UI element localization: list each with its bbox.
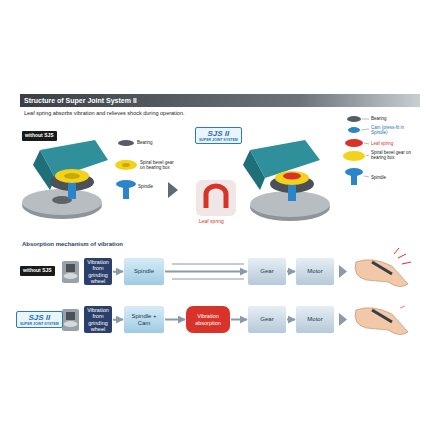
- process-box: Spindle: [124, 258, 164, 285]
- node-text: Spindle: [134, 268, 154, 275]
- part-label: Leaf spring: [371, 141, 421, 146]
- part-label: Bearing: [137, 140, 167, 145]
- part-label: Spindle: [371, 175, 421, 180]
- flow-arrow: [165, 271, 247, 273]
- node-text: Gear: [260, 268, 273, 275]
- node-text: SUPER JOINT SYSTEM: [199, 138, 238, 142]
- grinder-right: [243, 140, 330, 221]
- process-box: Gear: [248, 258, 286, 285]
- node-text: SUPER JOINT SYSTEM: [20, 322, 59, 326]
- node-text: Vibration from grinding wheel: [85, 259, 111, 284]
- node-text: Spindle + Cam: [125, 313, 163, 327]
- section-heading: Absorption mechanism of vibration: [22, 241, 222, 248]
- process-box: Motor: [296, 306, 334, 333]
- node-text: without SJS: [25, 133, 54, 139]
- logo-badge: SJS IISUPER JOINT SYSTEM: [195, 127, 242, 144]
- node-text: SJS II: [207, 129, 229, 138]
- source-box: Vibration from grinding wheel: [84, 306, 112, 333]
- node-text: Vibration absorption: [188, 313, 228, 326]
- flow-arrow: [231, 319, 247, 321]
- source-box: Vibration from grinding wheel: [84, 258, 112, 285]
- hand-icon: [339, 248, 411, 335]
- parts-right: [343, 116, 369, 185]
- part-label: Spiral bevel gear on bearing box: [140, 160, 176, 170]
- absorber-box: Vibration absorption: [186, 306, 230, 333]
- part-label: Spiral bevel gear on bearing box: [371, 150, 421, 160]
- leaf-spring-icon: [196, 180, 236, 216]
- title-text: Structure of Super Joint System II: [24, 96, 137, 105]
- badge: without SJS: [22, 131, 57, 141]
- node-text: Motor: [307, 268, 322, 275]
- flow-arrow: [165, 319, 185, 321]
- node-text: Gear: [260, 316, 273, 323]
- parts-left: [115, 140, 178, 199]
- process-box: Motor: [296, 258, 334, 285]
- node-text: Motor: [307, 316, 322, 323]
- process-box: Gear: [248, 306, 286, 333]
- node-text: without SJS: [23, 268, 52, 274]
- node-text: Vibration from grinding wheel: [85, 307, 111, 332]
- badge: without SJS: [20, 266, 55, 276]
- part-label: Spindle: [138, 184, 166, 189]
- wheel-icon: [62, 261, 79, 331]
- flow-arrow: [113, 319, 123, 321]
- subtitle: Leaf spring absorbs vibration and reliev…: [24, 110, 324, 116]
- grinder-left: [22, 140, 108, 219]
- flow-arrow: [113, 271, 123, 273]
- flow-arrow: [287, 271, 295, 273]
- flow-arrow: [287, 319, 295, 321]
- logo-badge: SJS IISUPER JOINT SYSTEM: [16, 311, 63, 328]
- node-text: SJS II: [28, 313, 50, 322]
- part-label: Bearing: [371, 116, 421, 121]
- part-label: Cam (press-fit in Spindle): [371, 125, 421, 135]
- process-box: Spindle + Cam: [124, 306, 164, 333]
- part-label: Leaf spring: [199, 219, 239, 225]
